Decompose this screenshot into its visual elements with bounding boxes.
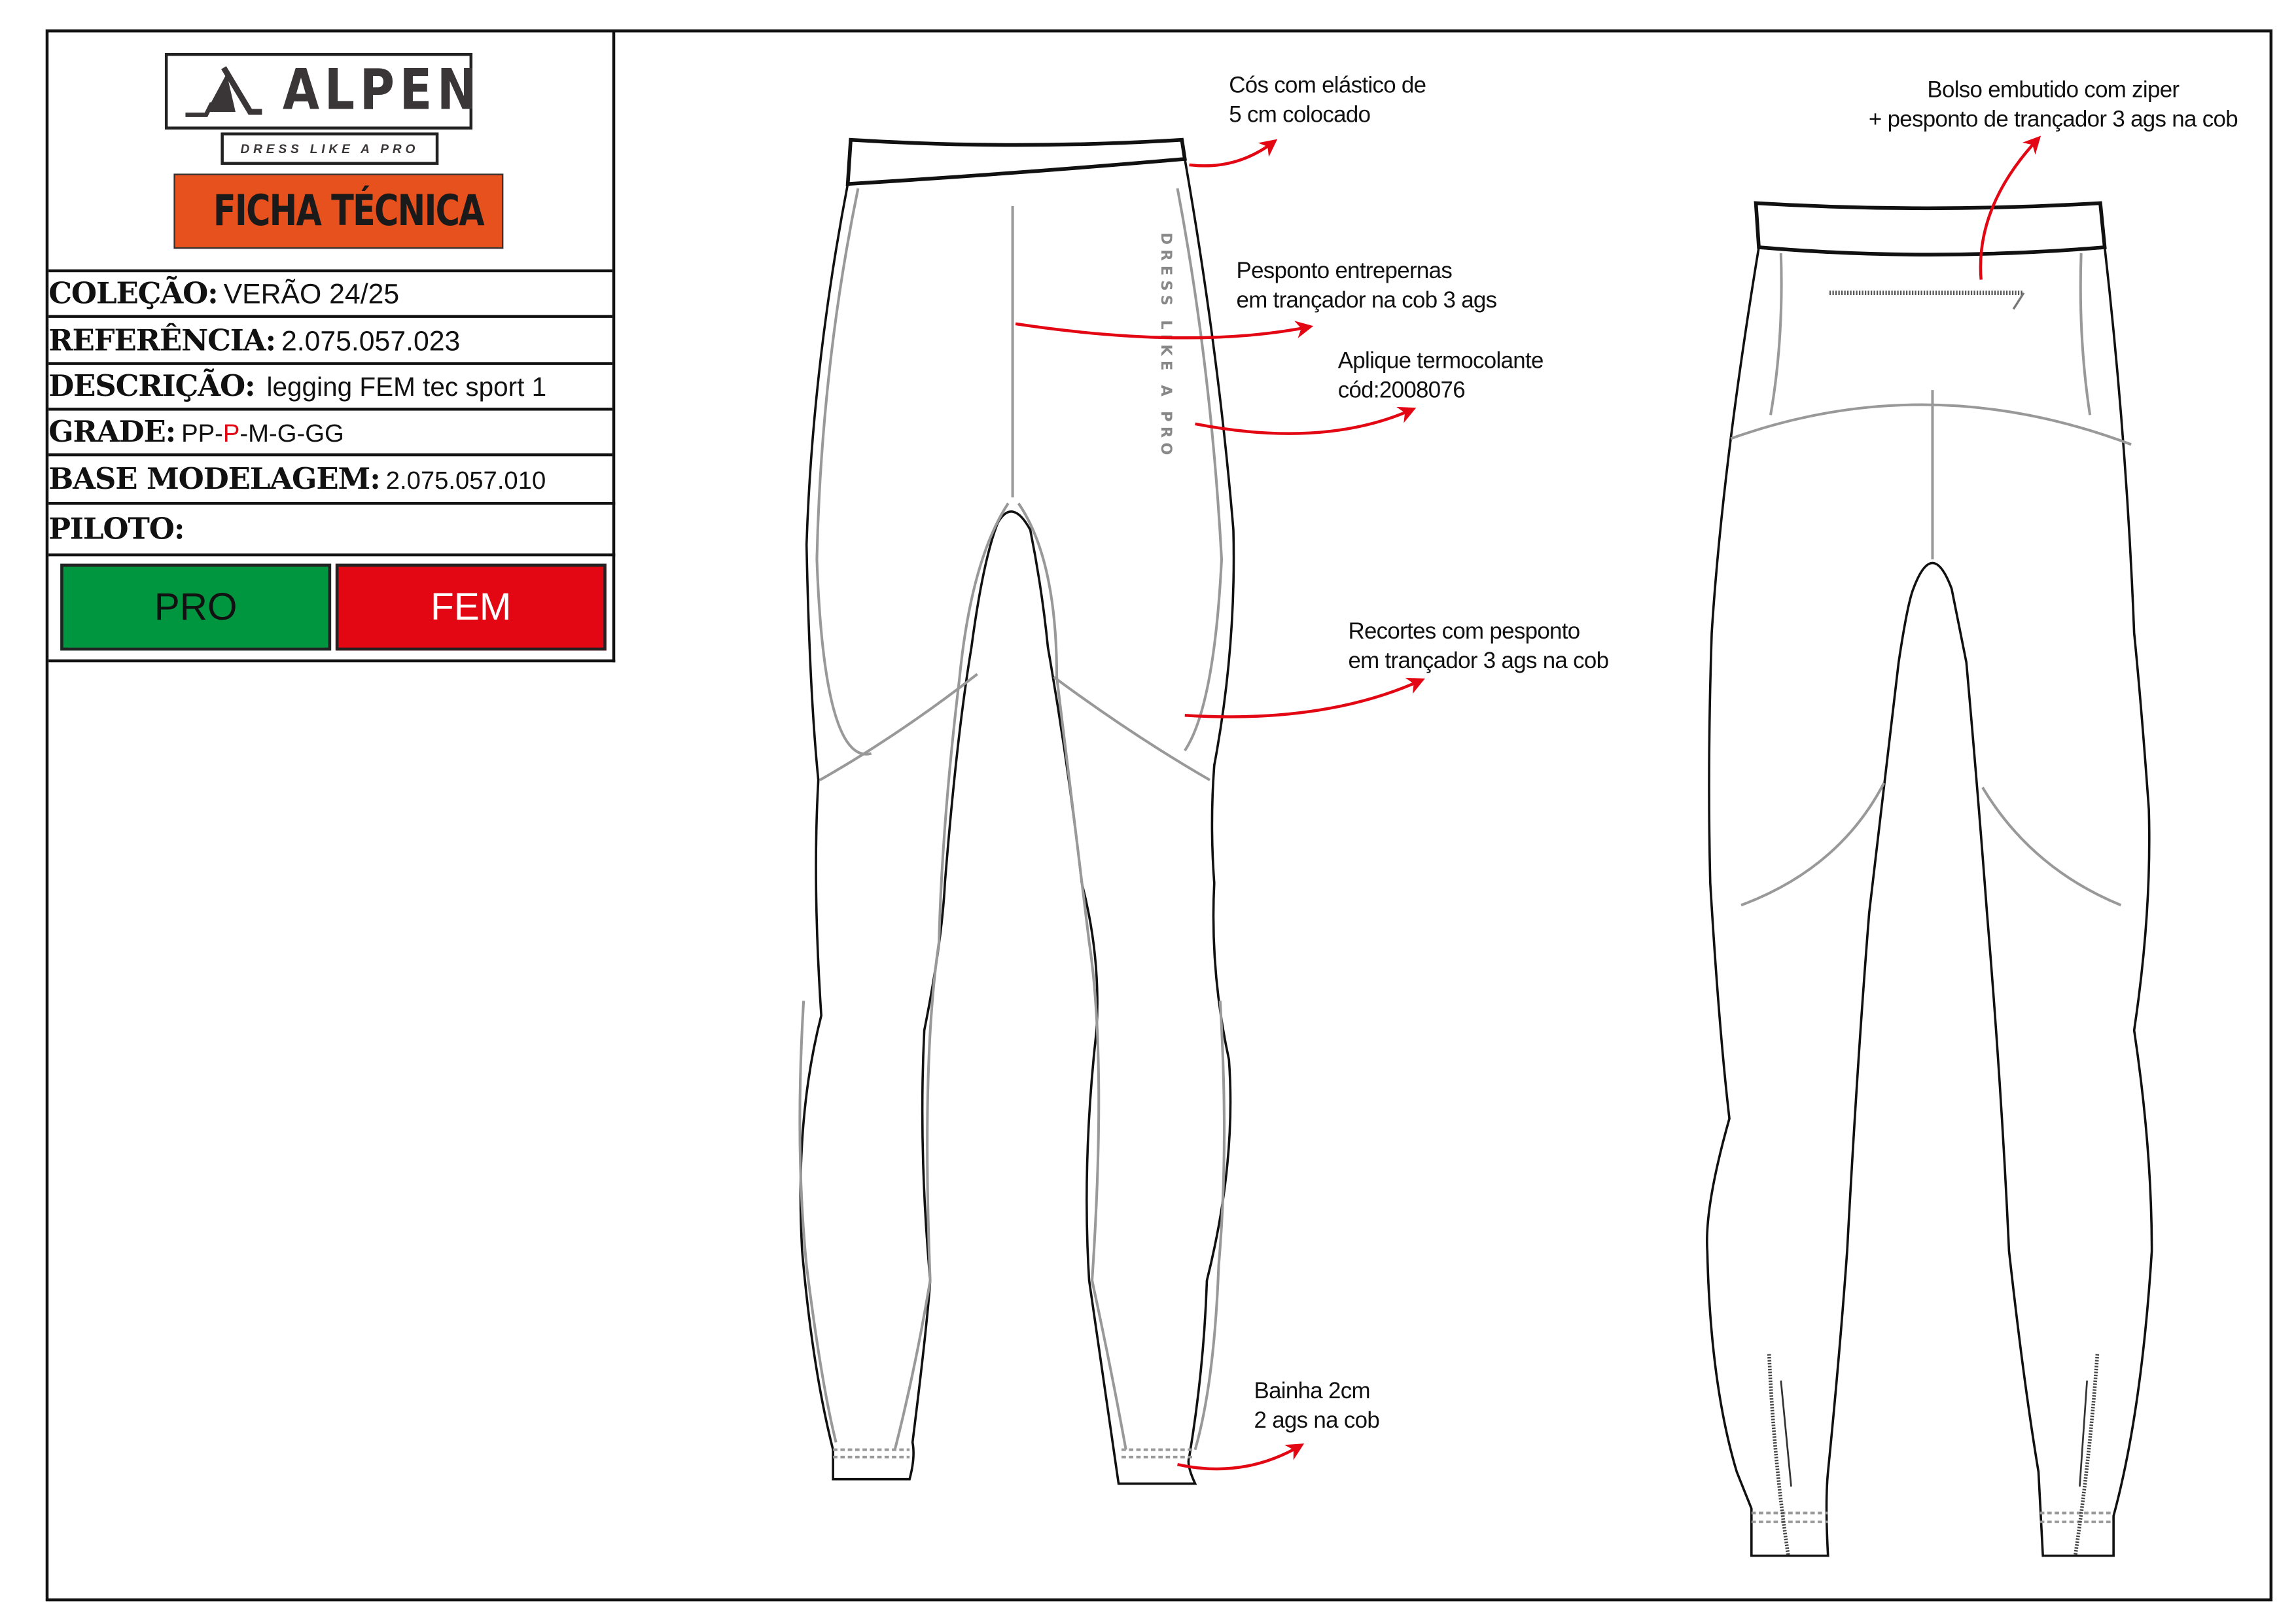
- note-line: 5 cm colocado: [1229, 103, 1371, 128]
- note-inseam: Pesponto entrepernas em trançador na cob …: [1236, 258, 1497, 317]
- arrow-applique: [1195, 406, 1417, 435]
- note-pocket: Bolso embutido com ziper + pesponto de tr…: [1840, 77, 2267, 135]
- field-label: COLEÇÃO:: [48, 275, 219, 311]
- front-view: DRESS LIKE A PRO: [798, 137, 1235, 1485]
- note-line: cód:2008076: [1337, 378, 1466, 404]
- note-panels: Recortes com pesponto em trançador 3 ags …: [1348, 618, 1609, 677]
- logo-text: ALPEN: [282, 57, 482, 122]
- grade-size-selected: P: [222, 419, 240, 448]
- field-value: 2.075.057.010: [385, 467, 546, 495]
- note-line: Bolso embutido com ziper: [1927, 78, 2180, 103]
- field-colecao: COLEÇÃO:VERÃO 24/25: [48, 269, 612, 315]
- back-stitching: [1730, 253, 2132, 1523]
- field-piloto: PILOTO:: [48, 502, 616, 557]
- arrow-pocket: [1979, 135, 2041, 280]
- field-value: legging FEM tec sport 1: [266, 372, 547, 402]
- arrow-panels: [1184, 677, 1425, 718]
- back-waistband: [1754, 201, 2107, 256]
- front-stitching: [798, 188, 1226, 1458]
- arrow-waistband: [1189, 139, 1278, 168]
- note-line: em trançador na cob 3 ags: [1236, 288, 1497, 314]
- page-border: [45, 29, 2273, 1602]
- field-label: PILOTO:: [48, 510, 185, 546]
- mountain-logo-icon: [185, 66, 262, 117]
- page-title: FICHA TÉCNICA: [173, 173, 504, 249]
- tag-pro: PRO: [60, 563, 332, 651]
- field-value: PP-P-M-G-GG: [181, 419, 344, 448]
- grade-size: -M-G-GG: [239, 419, 344, 448]
- note-line: em trançador 3 ags na cob: [1348, 648, 1609, 675]
- note-waistband: Cós com elástico de 5 cm colocado: [1229, 72, 1426, 131]
- tag-fem: FEM: [335, 563, 607, 651]
- field-label: GRADE:: [48, 414, 176, 450]
- field-label: BASE MODELAGEM:: [48, 461, 381, 497]
- field-base-modelagem: BASE MODELAGEM:2.075.057.010: [48, 453, 612, 502]
- zipper-right: [2073, 1354, 2100, 1557]
- note-line: Recortes com pesponto: [1348, 619, 1580, 645]
- arrow-inseam: [1015, 321, 1314, 340]
- page-title-text: FICHA TÉCNICA: [213, 185, 485, 236]
- field-descricao: DESCRIÇÃO: legging FEM tec sport 1: [48, 362, 612, 408]
- note-line: Bainha 2cm: [1254, 1379, 1370, 1404]
- note-line: Aplique termocolante: [1337, 349, 1544, 374]
- field-label: REFERÊNCIA:: [48, 322, 276, 358]
- back-view: [1706, 201, 2153, 1557]
- field-value: 2.075.057.023: [281, 327, 461, 358]
- annotation-arrows: [1015, 135, 2041, 1471]
- front-waistband: [845, 137, 1188, 186]
- applique-text: DRESS LIKE A PRO: [1157, 232, 1174, 459]
- note-line: + pesponto de trançador 3 ags na cob: [1868, 107, 2238, 133]
- field-label: DESCRIÇÃO:: [48, 368, 255, 404]
- arrow-hem: [1177, 1443, 1305, 1471]
- field-value: VERÃO 24/25: [223, 279, 400, 311]
- tagline: DRESS LIKE A PRO: [221, 132, 439, 165]
- note-line: Cós com elástico de: [1229, 73, 1426, 99]
- info-panel: [48, 32, 616, 663]
- brand-logo: ALPEN: [164, 52, 477, 130]
- zipper-left: [1767, 1354, 1790, 1557]
- note-line: 2 ags na cob: [1254, 1408, 1380, 1434]
- note-line: Pesponto entrepernas: [1236, 258, 1453, 285]
- note-hem: Bainha 2cm 2 ags na cob: [1254, 1377, 1379, 1436]
- note-applique: Aplique termocolante cód:2008076: [1338, 347, 1544, 406]
- field-referencia: REFERÊNCIA:2.075.057.023: [48, 315, 612, 362]
- field-grade: GRADE:PP-P-M-G-GG: [48, 408, 612, 453]
- grade-size: PP-: [181, 419, 223, 448]
- back-outline: [1706, 247, 2153, 1557]
